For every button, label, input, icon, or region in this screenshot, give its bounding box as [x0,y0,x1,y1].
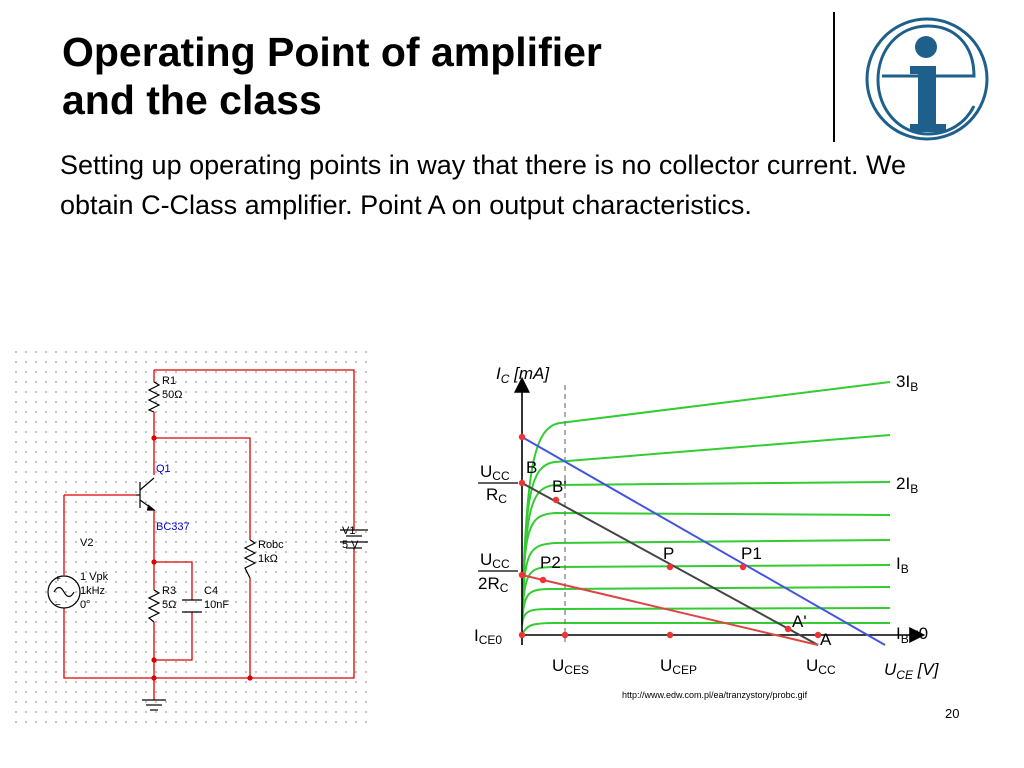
x-label-ucep: UCEP [660,656,697,677]
c4-capacitor [182,599,202,613]
v2-phase: 0° [80,599,91,611]
v2-minus-sign: − [55,600,61,611]
title-divider [833,12,835,142]
load-line-blue [521,436,886,646]
r3-value: 5Ω [162,599,176,611]
curve-label-ib: IB [896,554,909,576]
r1-resistor [147,381,161,413]
point-label-p2: P2 [540,553,561,572]
curve-label-2ib: 2IB [896,474,918,496]
y-label-ucc-2rc-num: UCC [480,550,510,571]
r3-resistor [147,589,161,623]
point-label-a-prime: A' [792,612,807,631]
q1-model: BC337 [156,521,190,533]
point-label-b-prime: B' [552,477,567,496]
ie-logo-icon [865,17,989,141]
q1-name: Q1 [156,463,171,475]
body-text: Setting up operating points in way that … [60,150,906,220]
curve-2ib [521,481,891,626]
slide-title: Operating Point of amplifier and the cla… [62,28,602,124]
x-axis-title: UCE [V] [884,660,940,682]
ground-symbol [142,699,166,711]
v1-battery [340,529,368,550]
title-line-1: Operating Point of amplifier [62,29,602,75]
curve-2ib-upper [521,434,891,626]
curve-label-3ib: 3IB [896,372,918,394]
c4-value: 10nF [204,599,229,611]
v2-ac-source [47,575,81,609]
y-axis-title: IC [mA] [496,364,550,386]
robc-name: Robc [258,539,284,551]
y-label-ucc-rc-num: UCC [480,462,510,483]
output-characteristics: IC [mA] UCE [V] 3IB 2IB IB IB=0 B B' P P… [474,364,940,682]
v1-name: V1 [342,525,355,537]
source-url: http://www.edw.com.pl/ea/tranzystory/pro… [622,690,808,700]
r1-value: 50Ω [162,389,182,401]
x-label-uces: UCES [552,656,589,677]
curve-ib [521,539,891,626]
circuit-schematic: R1 50Ω Q1 BC337 V2 1 Vpk 1kHz 0° + − R3 … [14,350,374,730]
curve-ib-zero [521,622,890,636]
operating-points [518,433,822,639]
characteristic-curves [521,381,891,636]
v2-name: V2 [80,537,93,549]
y-label-ucc-2rc-den: 2RC [478,574,509,595]
page-number: 20 [945,706,960,721]
v2-frequency: 1kHz [80,585,105,597]
v2-plus-sign: + [55,574,61,585]
x-label-ucc: UCC [806,656,836,677]
r3-name: R3 [162,585,176,597]
v2-amplitude: 1 Vpk [80,571,109,583]
point-label-b: B [526,458,537,477]
point-label-p1: P1 [741,544,762,563]
grid-background [14,350,374,730]
title-line-2: and the class [62,77,322,123]
y-label-ucc-rc-den: RC [486,485,507,506]
point-label-a: A [820,630,832,649]
curve-label-ib0: IB=0 [896,624,928,646]
load-line-red [521,574,819,646]
q1-transistor [136,477,156,511]
v1-value: 5 V [342,539,359,551]
robc-value: 1kΩ [258,553,278,565]
y-label-ice0: ICE0 [474,626,502,647]
c4-name: C4 [204,585,218,597]
point-label-p: P [663,544,674,563]
r1-name: R1 [162,375,176,387]
robc-resistor [243,539,257,579]
